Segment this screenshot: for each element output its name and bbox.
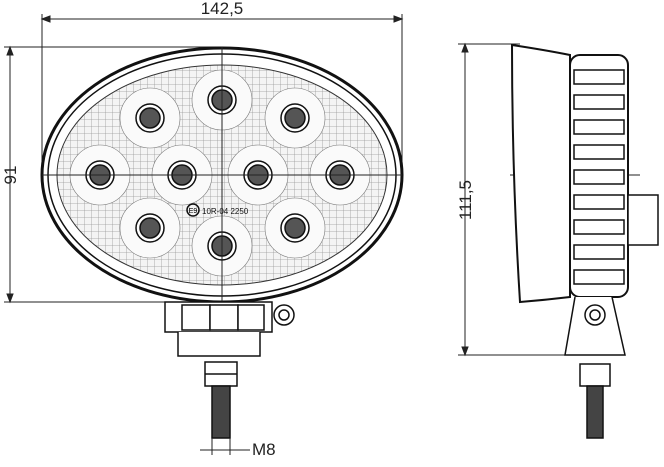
- depth-label: 111,5: [456, 180, 475, 220]
- led: [119, 87, 181, 149]
- cooling-fin: [573, 119, 625, 135]
- width-dimension: [40, 14, 404, 175]
- cooling-fin: [573, 169, 625, 185]
- cooling-fin: [573, 69, 625, 85]
- side-view: [510, 43, 659, 439]
- approval-symbol: E9: [189, 208, 198, 215]
- led: [119, 197, 181, 259]
- height-dimension: [4, 45, 222, 304]
- width-label: 142,5: [201, 0, 244, 18]
- front-view: E9 10R-04 2250: [40, 46, 404, 304]
- approval-code: 10R-04 2250: [202, 207, 249, 216]
- cooling-fin: [573, 144, 625, 160]
- led: [264, 87, 326, 149]
- cooling-fin: [573, 269, 625, 285]
- cooling-fin: [573, 219, 625, 235]
- thread-label: M8: [252, 440, 276, 459]
- cooling-fin: [573, 244, 625, 260]
- led: [264, 197, 326, 259]
- height-label: 91: [1, 166, 20, 185]
- thread-dimension: [200, 438, 250, 455]
- front-bracket: [164, 301, 295, 439]
- approval-mark: E9 10R-04 2250: [186, 203, 249, 217]
- cooling-fin: [573, 194, 625, 210]
- cooling-fin: [573, 94, 625, 110]
